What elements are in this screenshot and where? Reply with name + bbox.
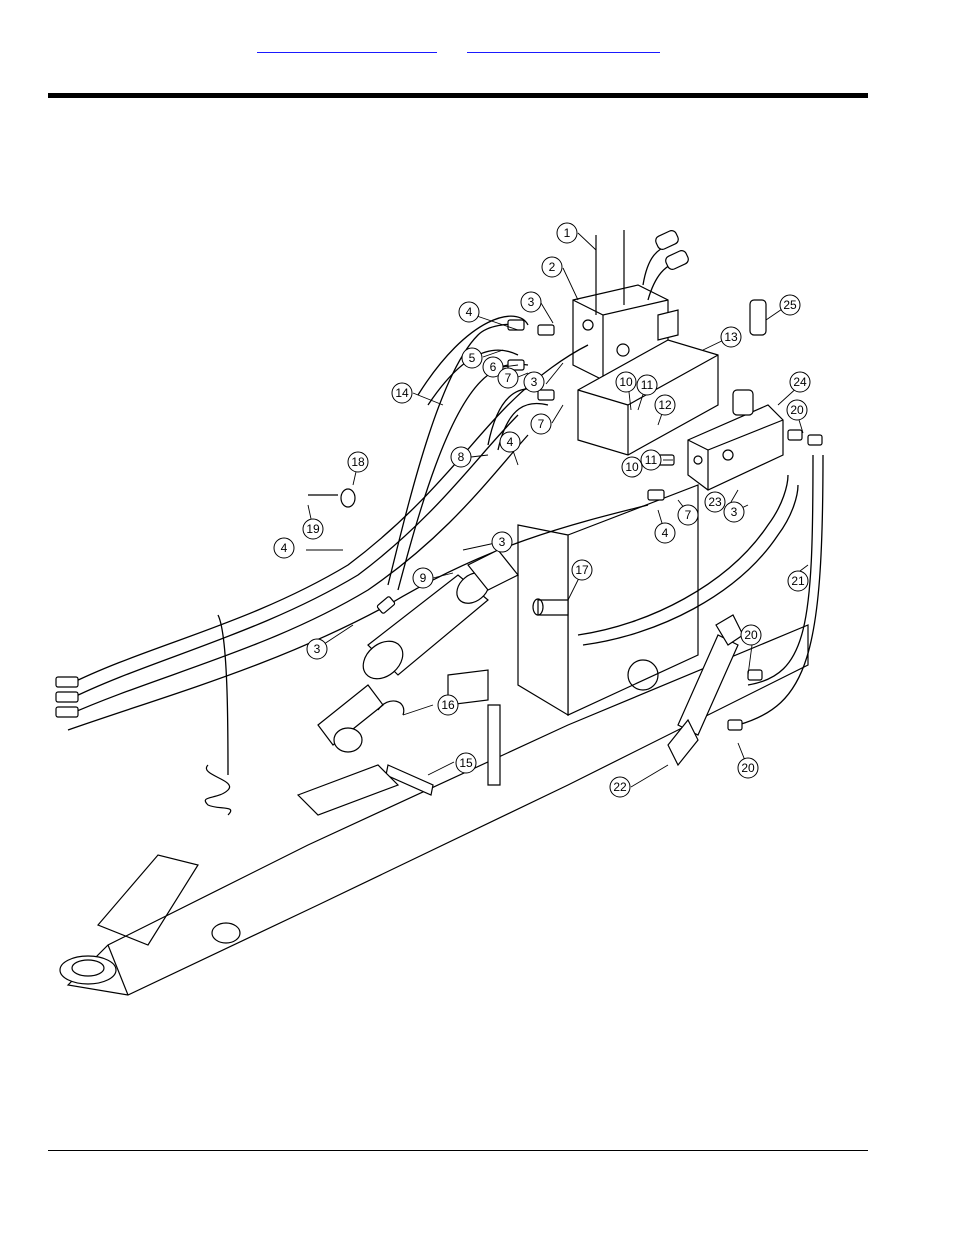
callout-2: 2 — [542, 257, 562, 277]
callout-7b: 7 — [531, 414, 551, 434]
hitch-frame — [60, 625, 808, 995]
svg-text:3: 3 — [531, 375, 538, 389]
callout-4b: 4 — [500, 432, 520, 452]
callout-20b: 20 — [741, 625, 761, 645]
callout-3a: 3 — [521, 292, 541, 312]
svg-text:4: 4 — [466, 305, 473, 319]
callout-22: 22 — [610, 777, 630, 797]
footer-rule — [48, 1150, 868, 1151]
svg-text:4: 4 — [507, 435, 514, 449]
callout-24: 24 — [790, 372, 810, 392]
header-rule — [48, 93, 868, 98]
callout-4c: 4 — [655, 523, 675, 543]
callout-3c: 3 — [724, 502, 744, 522]
svg-text:25: 25 — [783, 298, 797, 312]
svg-text:9: 9 — [420, 571, 427, 585]
callout-16: 16 — [438, 695, 458, 715]
header-link-1[interactable] — [257, 34, 437, 53]
svg-text:19: 19 — [306, 522, 320, 536]
callout-11b: 11 — [641, 450, 661, 470]
svg-text:6: 6 — [490, 360, 497, 374]
callout-20c: 20 — [738, 758, 758, 778]
callout-7a: 7 — [498, 368, 518, 388]
callout-10b: 10 — [622, 457, 642, 477]
svg-text:5: 5 — [469, 351, 476, 365]
header-link-2[interactable] — [467, 34, 660, 53]
svg-text:24: 24 — [793, 375, 807, 389]
callout-17: 17 — [572, 560, 592, 580]
svg-text:20: 20 — [741, 761, 755, 775]
svg-text:22: 22 — [613, 780, 627, 794]
svg-text:13: 13 — [724, 330, 738, 344]
svg-text:23: 23 — [708, 495, 722, 509]
callout-4a: 4 — [459, 302, 479, 322]
callout-3e: 3 — [307, 639, 327, 659]
svg-text:7: 7 — [538, 417, 545, 431]
callout-14: 14 — [392, 383, 412, 403]
callout-11a: 11 — [637, 375, 657, 395]
svg-text:16: 16 — [441, 698, 455, 712]
svg-text:18: 18 — [351, 455, 365, 469]
svg-text:8: 8 — [458, 450, 465, 464]
svg-text:3: 3 — [731, 505, 738, 519]
callout-18: 18 — [348, 452, 368, 472]
callout-15: 15 — [456, 753, 476, 773]
parts-exploded-diagram: 1 2 3 4 5 6 7 3 7 10 11 13 25 24 20 12 1… — [48, 205, 848, 1005]
svg-text:3: 3 — [314, 642, 321, 656]
callout-20a: 20 — [787, 400, 807, 420]
callout-19: 19 — [303, 519, 323, 539]
callout-3d: 3 — [492, 532, 512, 552]
svg-text:3: 3 — [499, 535, 506, 549]
svg-text:7: 7 — [505, 371, 512, 385]
callout-5: 5 — [462, 348, 482, 368]
callout-9: 9 — [413, 568, 433, 588]
svg-text:1: 1 — [564, 226, 571, 240]
svg-text:14: 14 — [395, 386, 409, 400]
svg-text:4: 4 — [662, 526, 669, 540]
svg-text:4: 4 — [281, 541, 288, 555]
svg-text:11: 11 — [645, 453, 658, 467]
svg-text:17: 17 — [575, 563, 589, 577]
callout-8: 8 — [451, 447, 471, 467]
callout-12: 12 — [655, 395, 675, 415]
callout-25: 25 — [780, 295, 800, 315]
svg-text:11: 11 — [641, 378, 654, 392]
svg-text:15: 15 — [459, 756, 473, 770]
svg-text:10: 10 — [625, 460, 639, 474]
svg-text:12: 12 — [658, 398, 672, 412]
svg-text:3: 3 — [528, 295, 535, 309]
callout-4d: 4 — [274, 538, 294, 558]
svg-text:2: 2 — [549, 260, 556, 274]
svg-text:10: 10 — [619, 375, 633, 389]
callout-10a: 10 — [616, 372, 636, 392]
callout-23: 23 — [705, 492, 725, 512]
callout-7c: 7 — [678, 505, 698, 525]
callout-1: 1 — [557, 223, 577, 243]
svg-text:7: 7 — [685, 508, 692, 522]
callout-13: 13 — [721, 327, 741, 347]
callout-3b: 3 — [524, 372, 544, 392]
svg-text:20: 20 — [790, 403, 804, 417]
svg-text:21: 21 — [791, 574, 805, 588]
callout-21: 21 — [788, 571, 808, 591]
svg-text:20: 20 — [744, 628, 758, 642]
